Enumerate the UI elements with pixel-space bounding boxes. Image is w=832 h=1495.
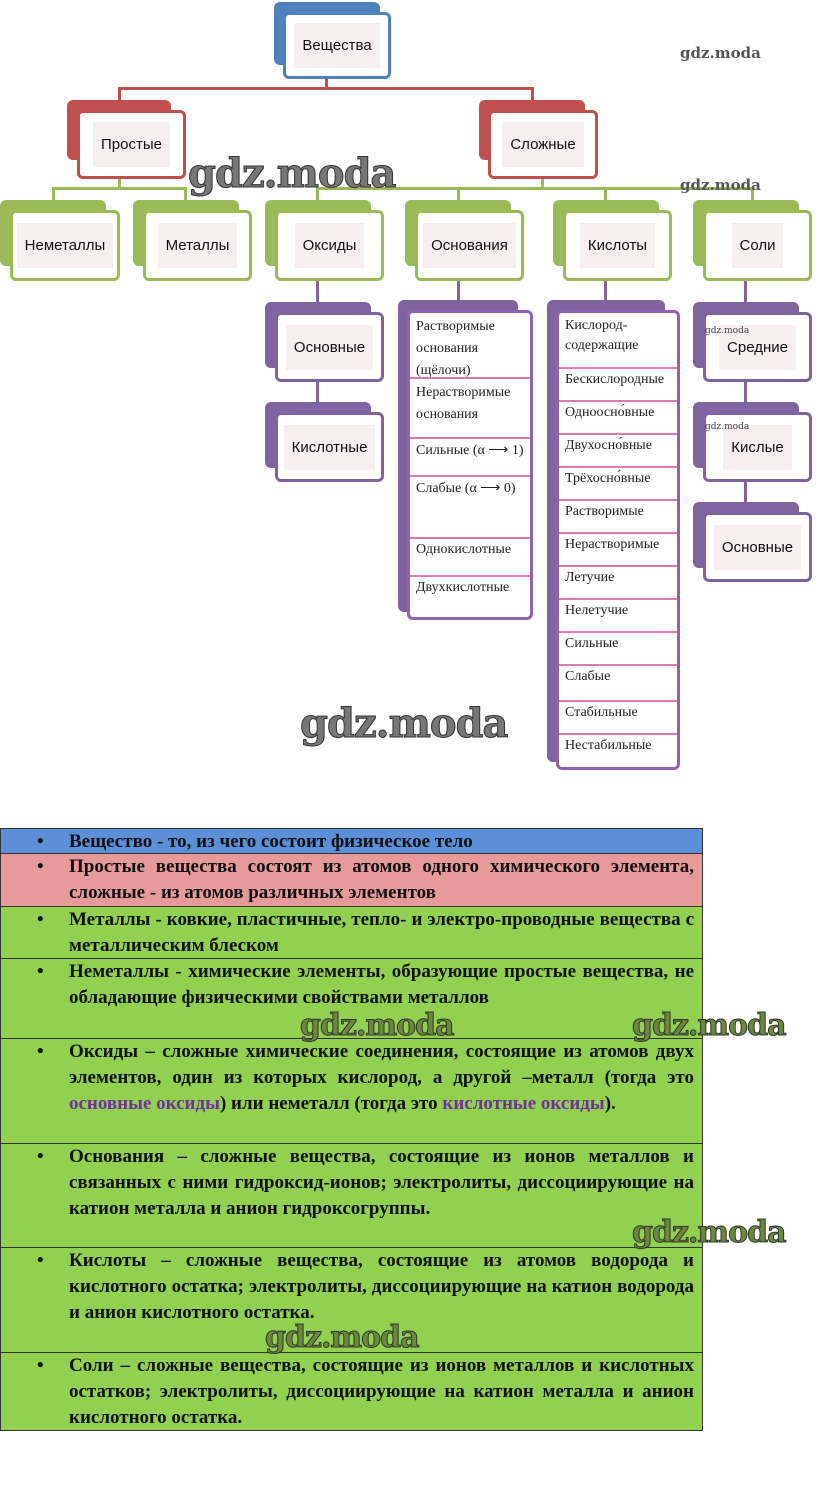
definition-row: •Неметаллы - химические элементы, образу…: [0, 958, 703, 1039]
connector: [52, 187, 55, 201]
definition-row: •Кислоты – сложные вещества, состоящие и…: [0, 1247, 703, 1353]
list-item: Летучие: [559, 567, 677, 600]
node-acidic-oxides: Кислотные: [275, 412, 384, 482]
list-item: Нестабильные: [565, 738, 652, 753]
list-item: Двухкислотные: [416, 580, 510, 595]
list-item: Сильные (α ⟶ 1): [410, 439, 530, 477]
node-acids: Кислоты: [563, 210, 672, 281]
watermark: gdz.moda: [680, 176, 761, 194]
watermark: gdz.moda: [632, 1215, 788, 1251]
node-normal-salts: Средние: [703, 312, 812, 382]
list-item: Слабые (α ⟶ 0): [410, 477, 530, 539]
connector: [457, 187, 460, 201]
connector: [118, 87, 534, 90]
watermark: gdz.moda: [265, 1320, 421, 1356]
watermark: gdz.moda: [705, 422, 750, 432]
connector: [325, 78, 328, 89]
node-bases: Основания: [415, 210, 524, 281]
connector: [541, 178, 544, 188]
list-item: Кислород-содержащие: [559, 313, 677, 369]
watermark: gdz.moda: [187, 150, 396, 198]
definition-row: •Основания – сложные вещества, состоящие…: [0, 1143, 703, 1248]
definition-row: •Оксиды – сложные химические соединения,…: [0, 1038, 703, 1144]
list-item: Нелетучие: [559, 600, 677, 633]
watermark: gdz.moda: [705, 326, 750, 336]
list-item: Растворимые: [559, 501, 677, 534]
watermark: gdz.moda: [299, 700, 508, 748]
list-item: Слабые: [559, 666, 677, 702]
connector: [744, 280, 747, 512]
list-item: Однокислотные: [410, 539, 530, 577]
list-item: Нерастворимые: [559, 534, 677, 567]
watermark: gdz.moda: [632, 1008, 788, 1044]
connector: [118, 87, 121, 101]
connector: [531, 87, 534, 101]
list-item: Сильные: [559, 633, 677, 666]
node-complex: Сложные: [488, 110, 598, 179]
connector: [604, 280, 607, 302]
definition-row: •Металлы - ковкие, пластичные, тепло- и …: [0, 906, 703, 959]
definition-row: •Вещество - то, из чего состоит физическ…: [0, 828, 703, 854]
list-item: Двухосно́вные: [559, 435, 677, 468]
connector: [604, 187, 607, 201]
list-item: Нерастворимые основания: [410, 379, 530, 439]
node-basic-oxides: Основные: [275, 312, 384, 382]
connector: [184, 187, 187, 201]
node-acid-salts: Кислые: [703, 412, 812, 482]
connector: [52, 187, 186, 190]
bases-list: Растворимые основания (щёлочи) Нераствор…: [407, 310, 533, 620]
list-item: Стабильные: [559, 702, 677, 735]
acids-list: Кислород-содержащие Бескислородные Одноо…: [556, 310, 680, 770]
list-item: Трёхосно́вные: [559, 468, 677, 501]
definition-row: •Соли – сложные вещества, состоящие из и…: [0, 1352, 703, 1431]
connector: [118, 178, 121, 188]
node-oxides: Оксиды: [275, 210, 384, 281]
node-substances: Вещества: [283, 12, 391, 79]
connector: [457, 280, 460, 302]
definition-row: •Простые вещества состоят из атомов одно…: [0, 853, 703, 907]
node-basic-salts: Основные: [703, 512, 812, 582]
list-item: Бескислородные: [559, 369, 677, 402]
connector: [316, 187, 754, 190]
watermark: gdz.moda: [680, 44, 761, 62]
watermark: gdz.moda: [300, 1008, 456, 1044]
node-simple: Простые: [77, 110, 186, 179]
list-item: Одноосно́вные: [559, 402, 677, 435]
list-item: Растворимые основания (щёлочи): [410, 313, 530, 379]
connector: [316, 187, 319, 201]
node-nonmetals: Неметаллы: [10, 210, 120, 281]
connector: [751, 187, 754, 201]
node-metals: Металлы: [143, 210, 252, 281]
node-salts: Соли: [703, 210, 812, 281]
